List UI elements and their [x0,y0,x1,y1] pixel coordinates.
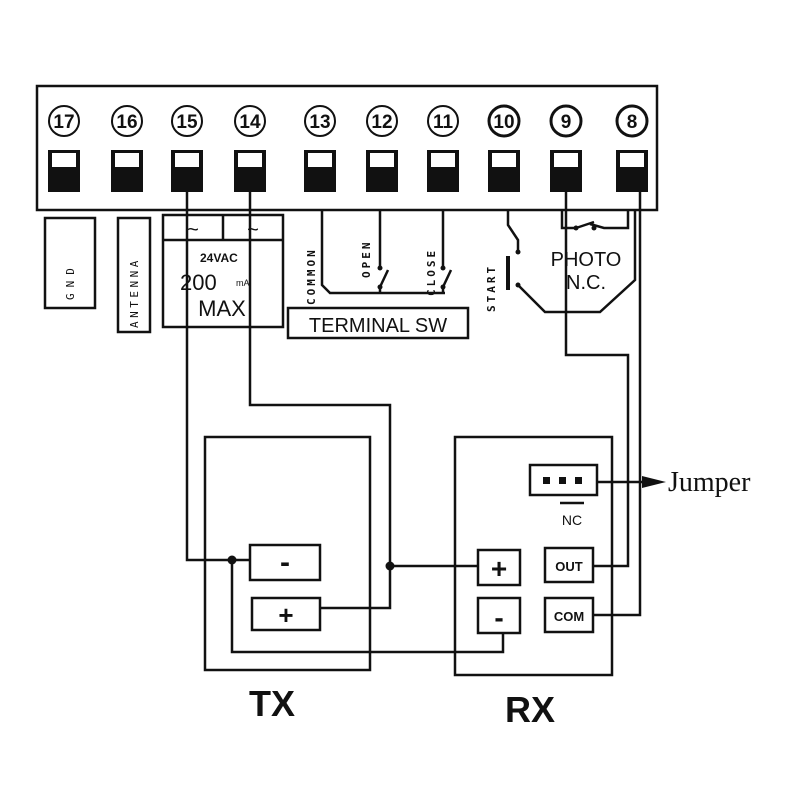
photo-nc-label: N.C. [566,272,606,294]
antenna-box [116,216,152,334]
terminal-number-circle [48,105,80,137]
tx-minus-label: - [280,546,290,579]
terminal-number-circle [366,105,398,137]
tx-minus-terminal [248,543,322,582]
terminal-sw-label: TERMINAL SW [309,315,447,337]
terminal-number: 15 [176,112,198,133]
rx-com-label: COM [554,609,584,624]
terminal-number: 11 [433,112,454,133]
terminal-number: 10 [493,112,514,133]
rx-plus-terminal [476,548,522,587]
rx-out-terminal [543,546,595,584]
rx-minus-terminal [476,596,522,635]
terminal-number: 13 [309,112,330,133]
terminal-number-circle [171,105,203,137]
wire-8-com [593,192,642,617]
start-label: START [485,264,498,312]
terminal-number-circle [234,105,266,137]
terminal-sw-box [286,306,470,340]
wire-14-tx-plus [248,192,392,610]
tx-plus-label: + [278,600,293,630]
terminal-number: 17 [53,112,74,133]
antenna-label: ANTENNA [128,257,141,328]
arrow-icon [642,476,666,488]
terminal-number: 8 [627,112,638,133]
wire-rx-minus [230,560,505,654]
tx-title: TX [249,683,295,724]
start-button-symbol [506,256,510,290]
terminal-number-circle [427,105,459,137]
open-label: OPEN [360,240,373,279]
rx-title: RX [505,689,555,730]
gnd-box [43,216,97,310]
rx-plus-label: + [491,553,507,584]
nc-label: NC [562,512,582,528]
wire-9-out [564,192,630,568]
terminal-strip [35,84,659,212]
terminal-number: 14 [239,112,261,133]
power-max: MAX [198,296,246,321]
terminal-number: 9 [561,112,572,133]
terminal-number-circle [615,104,649,138]
jumper-label: Jumper [668,467,751,498]
terminal-number: 12 [371,112,392,133]
gnd-label: GND [64,262,77,300]
rx-minus-label: - [494,602,503,633]
common-label: COMMON [305,247,318,305]
terminal-number-circle [111,105,143,137]
power-current: 200 [180,270,217,295]
ac-symbol-right: ~ [247,219,259,241]
terminal-number-circle [487,104,521,138]
terminal-number-circle [549,104,583,138]
power-voltage: 24VAC [200,251,238,265]
rx-out-label: OUT [555,559,583,574]
ac-symbol-left: ~ [187,219,199,241]
junction-dot [227,555,237,565]
terminal-number-circle [304,105,336,137]
close-label: CLOSE [425,248,438,296]
power-current-unit: mA [236,278,250,288]
junction-dot [385,561,395,571]
tx-plus-terminal [250,596,322,632]
terminal-number: 16 [116,112,137,133]
photo-label: PHOTO [551,249,622,271]
